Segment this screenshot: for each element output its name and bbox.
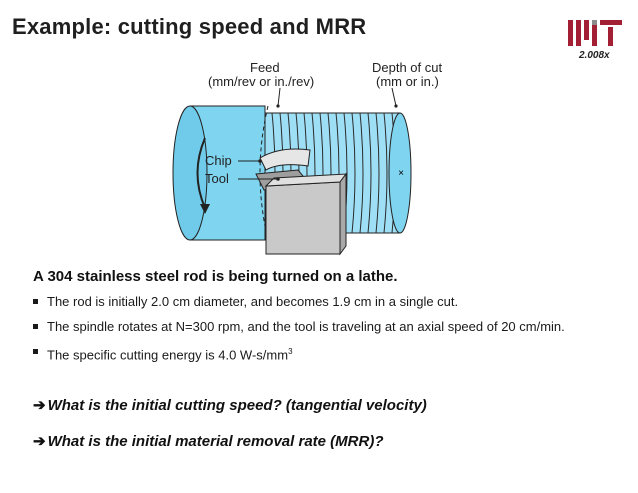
mit-logo [568, 20, 622, 46]
problem-heading: A 304 stainless steel rod is being turne… [33, 268, 398, 285]
question-2: ➔What is the initial material removal ra… [33, 432, 383, 450]
bullet-text: The rod is initially 2.0 cm diameter, an… [47, 294, 459, 309]
lathe-turning-diagram: × Feed (mm/rev or in./rev) Depth of cut … [172, 60, 442, 256]
arrow-icon: ➔ [33, 433, 46, 450]
bullet-text: The spindle rotates at N=300 rpm, and th… [47, 319, 565, 334]
course-tag: 2.008x [579, 50, 610, 61]
list-item: The specific cutting energy is 4.0 W-s/m… [33, 343, 603, 363]
chip-label: Chip [205, 153, 232, 168]
arrow-icon: ➔ [33, 397, 46, 414]
question-text: What is the initial cutting speed? (tang… [47, 397, 427, 414]
depth-units-label: (mm or in.) [376, 74, 439, 89]
bullet-square [33, 299, 38, 304]
tool-label: Tool [205, 171, 229, 186]
bullet-square [33, 324, 38, 329]
list-item: The spindle rotates at N=300 rpm, and th… [33, 318, 603, 335]
slide-title: Example: cutting speed and MRR [12, 14, 367, 39]
question-1: ➔What is the initial cutting speed? (tan… [33, 396, 427, 414]
bullet-square [33, 349, 38, 354]
feed-units-label: (mm/rev or in./rev) [208, 74, 314, 89]
question-text: What is the initial material removal rat… [47, 433, 384, 450]
list-item: The rod is initially 2.0 cm diameter, an… [33, 293, 603, 310]
svg-text:×: × [398, 168, 404, 179]
problem-bullets: The rod is initially 2.0 cm diameter, an… [33, 293, 603, 371]
exponent: 3 [288, 347, 293, 356]
bullet-text: The specific cutting energy is 4.0 W-s/m… [47, 347, 289, 363]
depth-label: Depth of cut [372, 60, 442, 75]
feed-label: Feed [250, 60, 280, 75]
